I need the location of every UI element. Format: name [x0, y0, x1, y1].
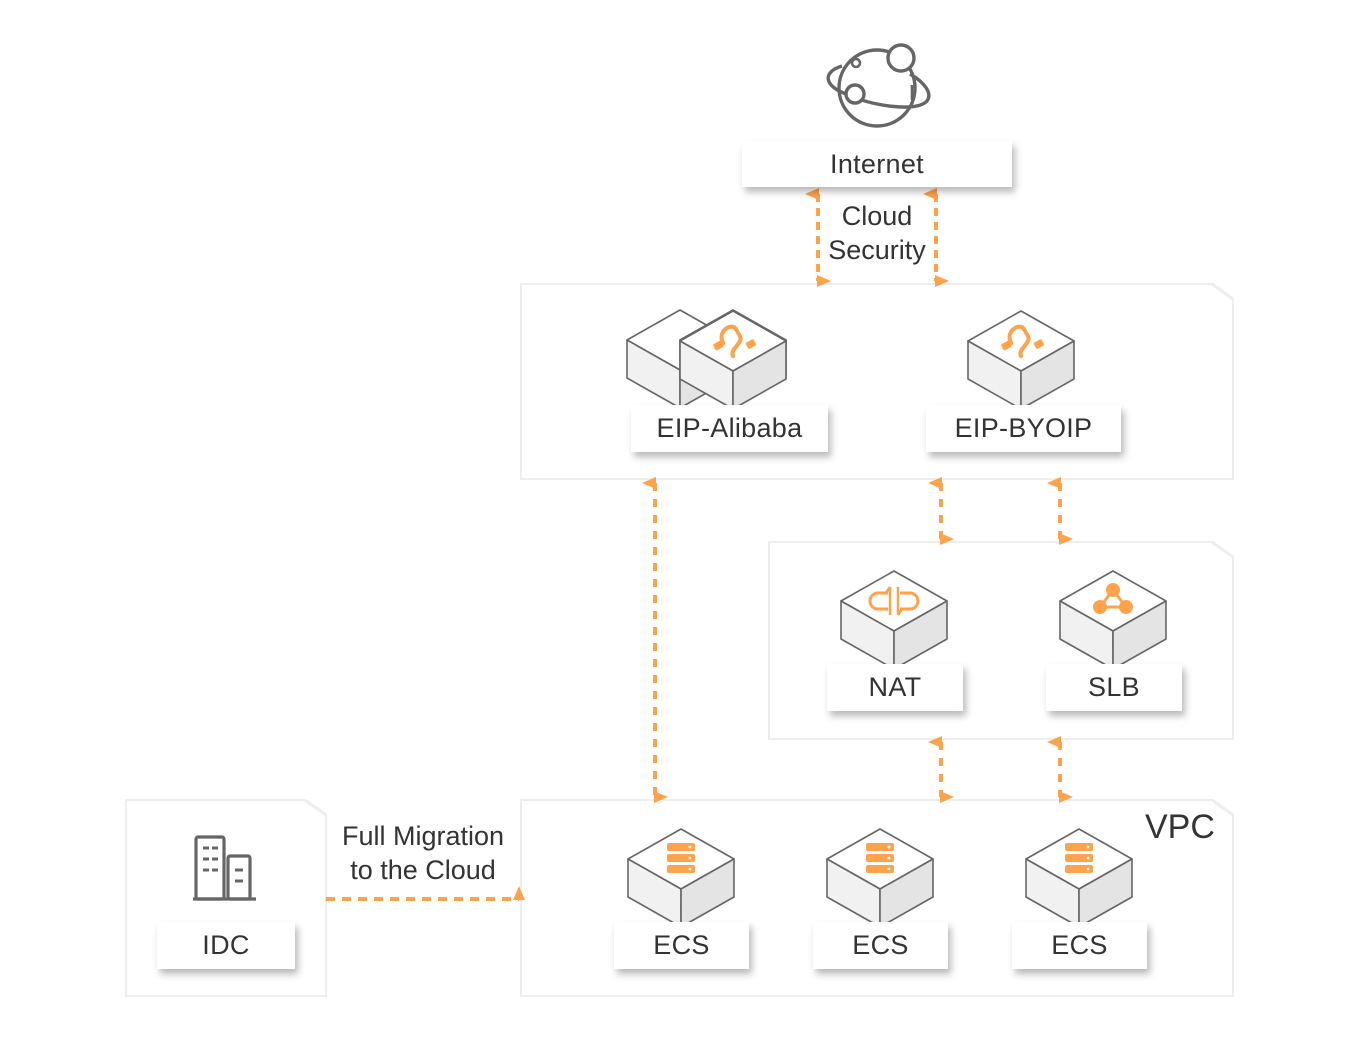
slb-label-text: SLB: [1088, 672, 1140, 702]
server-stack-icon: [866, 843, 894, 873]
ecs-cube-3: [1025, 828, 1133, 928]
idc-label-text: IDC: [202, 930, 250, 960]
server-stack-icon: [667, 843, 695, 873]
eip-byoip-label: EIP-BYOIP: [926, 405, 1121, 452]
eip-byoip-label-text: EIP-BYOIP: [954, 413, 1093, 443]
idc-label: IDC: [157, 922, 295, 969]
slb-label: SLB: [1046, 664, 1182, 711]
cloud-security-label: Cloud Security: [818, 199, 936, 267]
ecs-cube-1: [627, 828, 735, 928]
vpc-title: VPC: [1145, 808, 1215, 846]
eip-alibaba-label: EIP-Alibaba: [631, 405, 828, 452]
ecs-cube-2: [826, 828, 934, 928]
ecs-label-1: ECS: [614, 922, 749, 969]
eip-byoip-cube: [967, 310, 1075, 410]
nat-cube: [840, 570, 948, 670]
cloud-security-line2: Security: [828, 235, 926, 265]
cloud-security-line1: Cloud: [841, 201, 913, 231]
eip-alibaba-label-text: EIP-Alibaba: [656, 413, 803, 443]
ecs-label-text: ECS: [1051, 930, 1108, 960]
server-stack-icon: [1065, 843, 1093, 873]
ecs-label-2: ECS: [813, 922, 948, 969]
ecs-label-text: ECS: [852, 930, 909, 960]
migration-line2: to the Cloud: [350, 855, 496, 885]
internet-label-text: Internet: [830, 148, 924, 179]
nat-label: NAT: [827, 664, 963, 711]
eip-alibaba-cube: [679, 310, 787, 410]
ecs-label-3: ECS: [1012, 922, 1147, 969]
ecs-label-text: ECS: [653, 930, 710, 960]
migration-line1: Full Migration: [341, 821, 505, 851]
nat-label-text: NAT: [868, 672, 922, 702]
migration-label: Full Migration to the Cloud: [330, 819, 516, 887]
slb-cube: [1059, 570, 1167, 670]
building-icon: [193, 835, 256, 901]
internet-label: Internet: [742, 141, 1012, 187]
globe-orbit-icon: [826, 43, 931, 128]
